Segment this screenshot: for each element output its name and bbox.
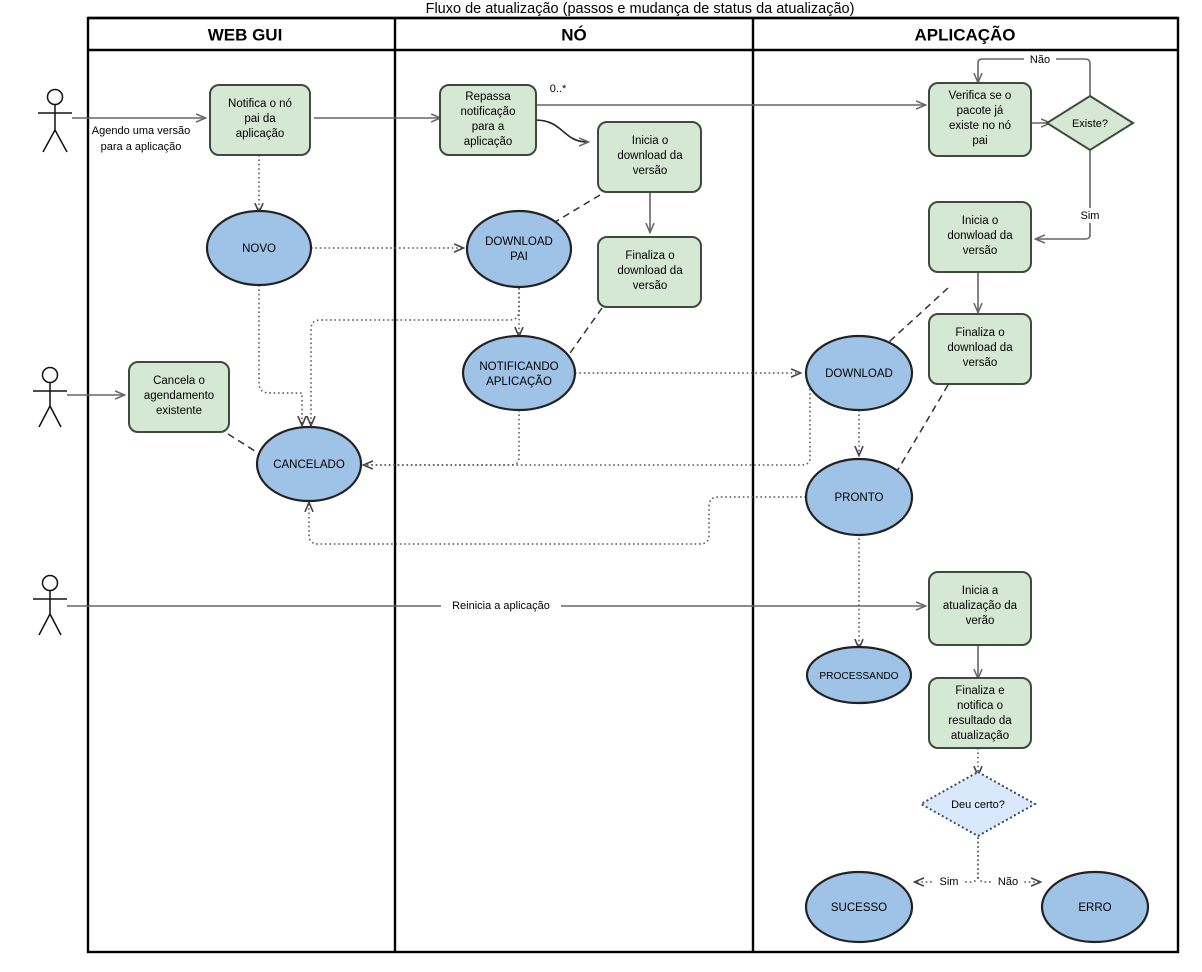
process-label: Finaliza o: [625, 250, 674, 262]
process-inicia-download-no[interactable]: Inicia o download da versão: [597, 121, 702, 193]
process-notifica-no-pai[interactable]: Notifica o nó pai da aplicação: [209, 84, 311, 156]
decision-label: Existe?: [1072, 118, 1108, 130]
process-label: notificação: [461, 106, 516, 118]
decision-label: Deu certo?: [951, 799, 1005, 811]
edge-download-to-cancelado: [364, 380, 811, 466]
edge-label-group: Agendo uma versão para a aplicação 0..* …: [92, 52, 1105, 890]
process-label: Inicia a: [962, 585, 999, 597]
process-label: versão: [633, 165, 668, 177]
process-label: aplicação: [464, 136, 513, 148]
state-label: SUCESSO: [831, 902, 887, 914]
process-label: download da: [617, 265, 683, 277]
process-label: download da: [617, 150, 683, 162]
process-label: notifica o: [957, 700, 1003, 712]
actor-cancela: [33, 366, 67, 428]
actor-agenda: [38, 88, 72, 153]
process-cancela-agendamento[interactable]: Cancela o agendamento existente: [128, 361, 230, 433]
state-label: NOTIFICANDO: [479, 361, 558, 373]
state-label: NOVO: [242, 243, 276, 255]
edge-label-nao-bottom: Não: [998, 876, 1018, 888]
state-label: DOWNLOAD: [825, 368, 893, 380]
edge-label-agenda-l2: para a aplicação: [101, 141, 182, 153]
process-label: versão: [963, 357, 998, 369]
process-inicia-atualizacao[interactable]: Inicia a atualização da verão: [928, 571, 1032, 646]
swimlane-frame: [86, 16, 1180, 954]
edge-label-reinicia: Reinicia a aplicação: [452, 600, 550, 612]
edge-label-multiplicity: 0..*: [550, 83, 567, 95]
process-label: versão: [963, 245, 998, 257]
process-finaliza-download-app[interactable]: Finaliza o download da versão: [928, 313, 1032, 385]
process-label: pai: [972, 135, 987, 147]
state-transition-edges: [259, 155, 1040, 882]
state-processando[interactable]: PROCESSANDO: [805, 645, 913, 705]
state-label: CANCELADO: [273, 459, 345, 471]
edge-novo-to-cancelado: [258, 285, 302, 425]
process-label: atualização da: [943, 600, 1018, 612]
process-label: aplicação: [236, 128, 285, 140]
state-label: PAI: [510, 251, 528, 263]
process-label: existe no nó: [949, 120, 1011, 132]
diagram-title: Fluxo de atualização (passos e mudança d…: [426, 1, 855, 17]
process-label: Inicia o: [632, 135, 668, 147]
lane-header-no: NÓ: [561, 25, 587, 44]
process-label: Notifica o nó: [228, 98, 292, 110]
process-label: versão: [633, 280, 668, 292]
process-label: existente: [156, 405, 202, 417]
process-label: agendamento: [144, 390, 214, 402]
process-verifica-pacote[interactable]: Verifica se o pacote já existe no nó pai: [928, 82, 1032, 157]
edge-deucerto-sim: [915, 833, 979, 882]
decision-deu-certo[interactable]: Deu certo?: [918, 770, 1038, 838]
state-sucesso[interactable]: SUCESSO: [804, 870, 914, 944]
process-label: para a: [472, 121, 505, 133]
process-finaliza-notifica[interactable]: Finaliza e notifica o resultado da atual…: [928, 677, 1032, 749]
state-label: ERRO: [1078, 902, 1111, 914]
edge-notificando-to-cancelado: [364, 410, 520, 465]
edge-downloadpai-to-cancelado: [311, 288, 520, 425]
state-novo[interactable]: NOVO: [205, 209, 313, 287]
process-label: pacote já: [957, 105, 1004, 117]
process-label: donwload da: [947, 230, 1013, 242]
state-cancelado[interactable]: CANCELADO: [255, 425, 363, 503]
lane-header-aplicacao: APLICAÇÃO: [914, 24, 1015, 44]
edge-pronto-to-cancelado: [309, 496, 806, 545]
process-label: resultado da: [948, 715, 1012, 727]
process-label: Finaliza e: [955, 685, 1004, 697]
state-erro[interactable]: ERRO: [1040, 870, 1150, 944]
flow-edges: [67, 58, 1091, 678]
process-label: Repassa: [465, 91, 511, 103]
state-label: PRONTO: [835, 492, 884, 504]
edge-repassa-to-inicia-download: [534, 119, 588, 142]
state-label: PROCESSANDO: [819, 671, 898, 682]
state-pronto[interactable]: PRONTO: [804, 457, 914, 537]
edge-label-sim-bottom: Sim: [940, 876, 959, 888]
state-download[interactable]: DOWNLOAD: [804, 334, 914, 412]
edge-existe-sim: [1036, 146, 1091, 239]
process-label: Verifica se o: [949, 90, 1012, 102]
link-finaliza-app-to-pronto: [892, 384, 949, 479]
link-inicia-download-no-to-downloadpai: [554, 194, 601, 223]
process-label: verão: [966, 615, 995, 627]
state-label: APLICAÇÃO: [486, 375, 552, 388]
process-inicia-donwload-app[interactable]: Inicia o donwload da versão: [928, 201, 1032, 273]
process-finaliza-download-no[interactable]: Finaliza o download da versão: [597, 236, 702, 308]
process-label: Finaliza o: [955, 327, 1004, 339]
actor-reinicia: [33, 574, 67, 636]
edge-label-nao-top: Não: [1030, 54, 1050, 66]
lane-header-web-gui: WEB GUI: [208, 25, 283, 44]
edge-deucerto-nao: [977, 833, 1040, 882]
process-repassa-notificacao[interactable]: Repassa notificação para a aplicação: [439, 84, 537, 156]
state-notificando-aplicacao[interactable]: NOTIFICANDO APLICAÇÃO: [461, 334, 577, 412]
link-inicia-app-to-download: [877, 287, 949, 353]
process-label: download da: [947, 342, 1013, 354]
process-label: Cancela o: [153, 375, 205, 387]
process-label: atualização: [951, 730, 1009, 742]
edge-label-sim-top: Sim: [1081, 210, 1100, 222]
process-label: pai da: [244, 113, 276, 125]
process-label: Inicia o: [962, 215, 998, 227]
state-download-pai[interactable]: DOWNLOAD PAI: [465, 209, 573, 289]
edge-label-agenda-l1: Agendo uma versão: [92, 125, 190, 137]
decision-existe[interactable]: Existe?: [1045, 94, 1135, 152]
state-label: DOWNLOAD: [485, 236, 553, 248]
